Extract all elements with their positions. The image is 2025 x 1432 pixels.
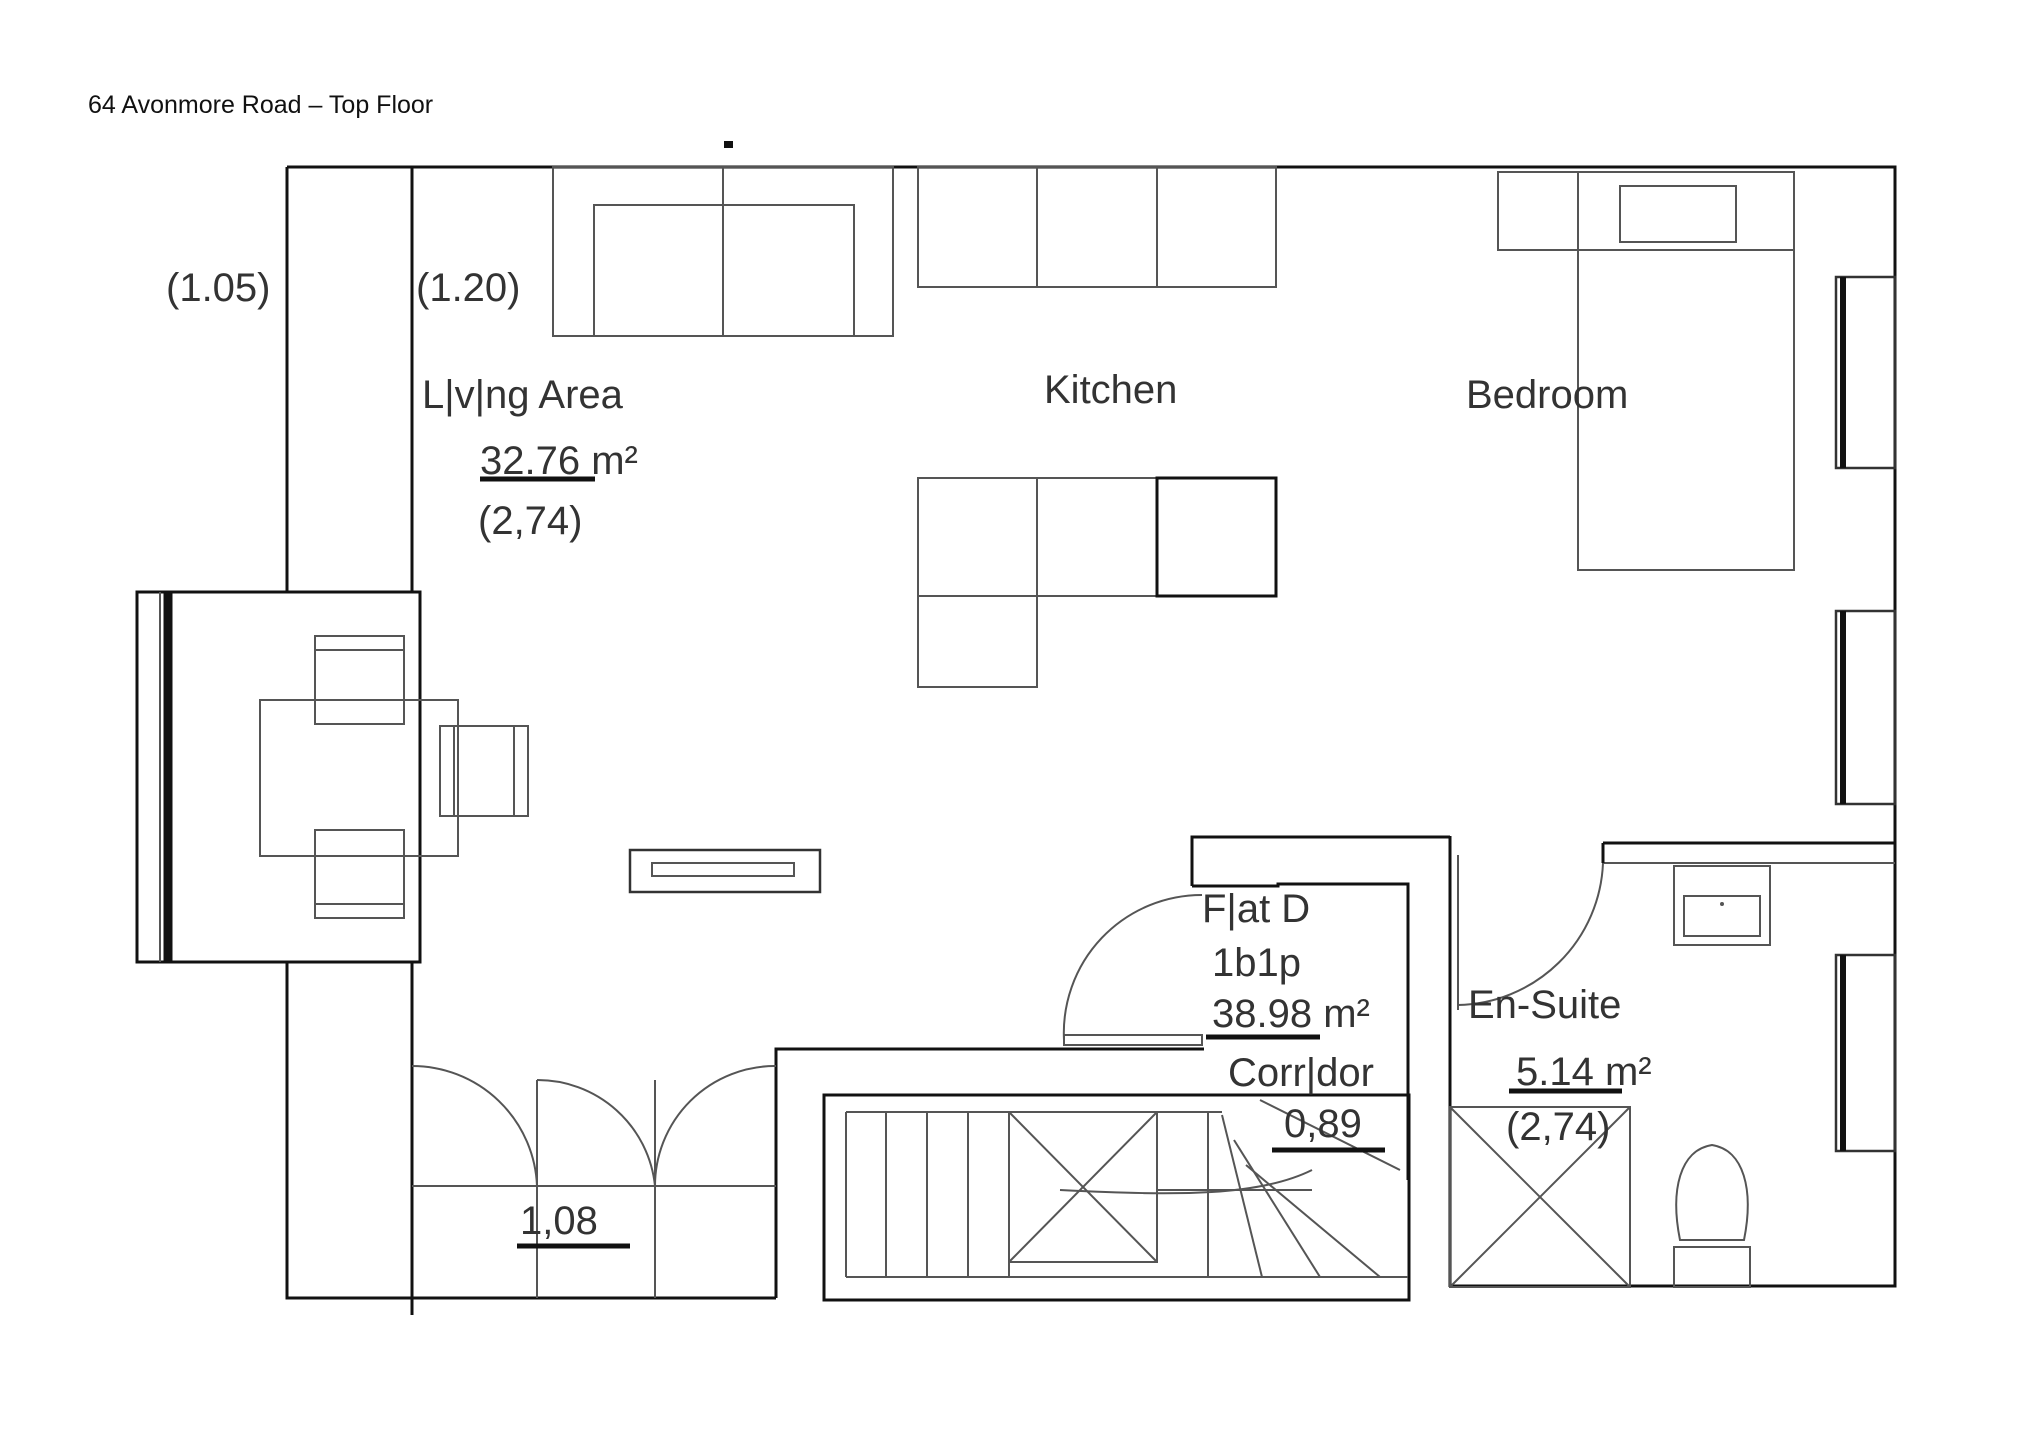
bedroom-name: Bedroom [1466,373,1628,417]
plan-title: 64 Avonmore Road – Top Floor [88,91,433,119]
north-marker [724,141,733,148]
bay-window [135,590,422,964]
living-area-height: (2,74) [478,499,583,543]
dimension-label: (1.20) [416,266,521,310]
living-area-name: L|v|ng Area [422,373,624,417]
kitchen-worktop [917,166,1277,288]
flat-name: F|at D [1202,887,1310,931]
corridor-name: Corr|dor [1228,1051,1374,1095]
tv-unit [628,848,822,894]
sofa [552,166,894,337]
ensuite-height: (2,74) [1506,1105,1611,1149]
ensuite-name: En-Suite [1468,983,1621,1027]
dining-table [259,635,529,919]
kitchen-name: Kitchen [1044,368,1177,412]
living-area-size: 32.76 m² [480,439,638,483]
corridor-area: 0,89 [1284,1102,1362,1146]
kitchen-island [917,476,1278,688]
flat-area: 38.98 m² [1212,992,1370,1036]
right-windows [1834,275,1897,1153]
storage-area: 1,08 [520,1199,598,1243]
ensuite-basin [1673,865,1771,946]
flat-type: 1b1p [1212,941,1301,985]
toilet [1673,1143,1751,1288]
ensuite-area: 5.14 m² [1516,1050,1652,1094]
storage-cupboards [411,1064,777,1298]
dimension-label: (1.05) [166,266,271,310]
staircase [822,1093,1411,1302]
bed [1497,171,1795,571]
shower-tray [1449,1106,1631,1288]
